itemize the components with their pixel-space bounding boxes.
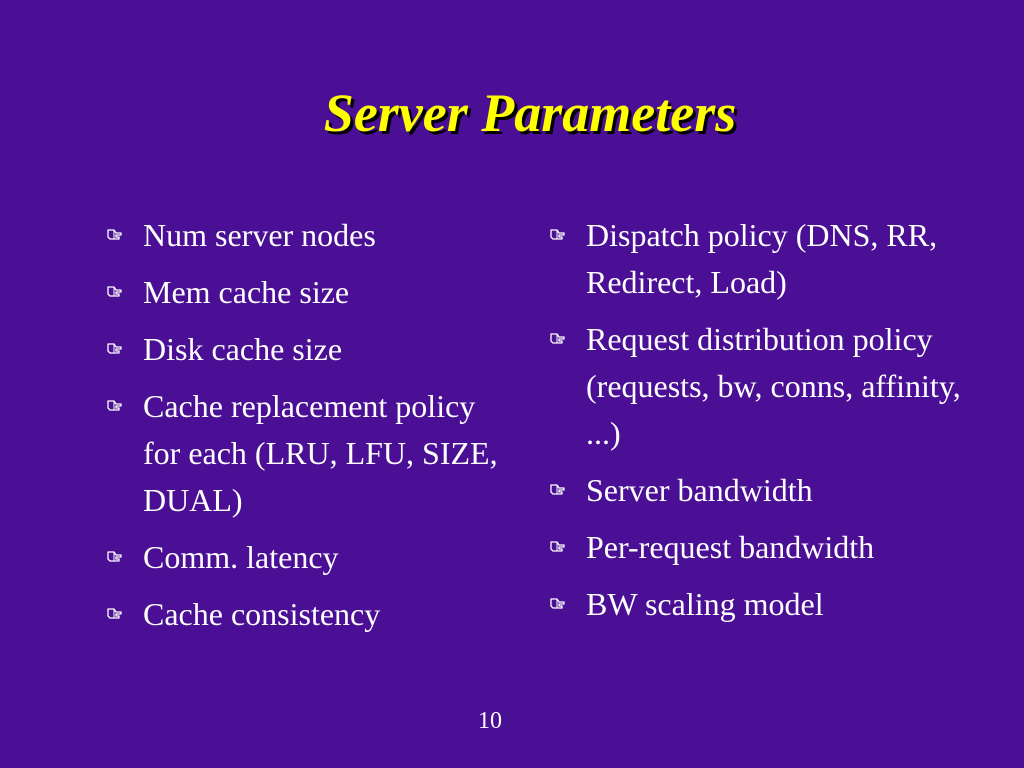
pointing-hand-icon (550, 229, 565, 240)
page-number: 10 (478, 708, 502, 734)
bullet-item: Dispatch policy (DNS, RR, Redirect, Load… (547, 212, 967, 306)
bullet-item: Disk cache size (104, 326, 504, 373)
bullet-text: Request distribution policy (requests, b… (586, 321, 961, 451)
right-bullet-list: Dispatch policy (DNS, RR, Redirect, Load… (547, 212, 967, 638)
bullet-text: Cache consistency (143, 596, 381, 632)
bullet-text: Comm. latency (143, 539, 339, 575)
bullet-text: Disk cache size (143, 331, 343, 367)
bullet-item: Cache consistency (104, 591, 504, 638)
bullet-text: BW scaling model (586, 586, 824, 622)
bullet-text: Dispatch policy (DNS, RR, Redirect, Load… (586, 217, 938, 300)
bullet-item: BW scaling model (547, 581, 967, 628)
pointing-hand-icon (550, 598, 565, 609)
bullet-item: Per-request bandwidth (547, 524, 967, 571)
pointing-hand-icon (107, 229, 122, 240)
left-bullet-list: Num server nodes Mem cache size Disk cac… (104, 212, 504, 648)
slide-title: Server Parameters (323, 83, 737, 143)
pointing-hand-icon (107, 400, 122, 411)
bullet-item: Cache replacement policy for each (LRU, … (104, 383, 504, 524)
pointing-hand-icon (107, 343, 122, 354)
bullet-item: Comm. latency (104, 534, 504, 581)
bullet-item: Num server nodes (104, 212, 504, 259)
pointing-hand-icon (550, 333, 565, 344)
pointing-hand-icon (107, 551, 122, 562)
pointing-hand-icon (107, 608, 122, 619)
pointing-hand-icon (550, 484, 565, 495)
bullet-text: Server bandwidth (586, 472, 813, 508)
pointing-hand-icon (550, 541, 565, 552)
bullet-text: Cache replacement policy for each (LRU, … (143, 388, 498, 518)
bullet-item: Request distribution policy (requests, b… (547, 316, 967, 457)
bullet-item: Mem cache size (104, 269, 504, 316)
pointing-hand-icon (107, 286, 122, 297)
bullet-text: Num server nodes (143, 217, 376, 253)
bullet-text: Mem cache size (143, 274, 350, 310)
bullet-text: Per-request bandwidth (586, 529, 875, 565)
bullet-item: Server bandwidth (547, 467, 967, 514)
